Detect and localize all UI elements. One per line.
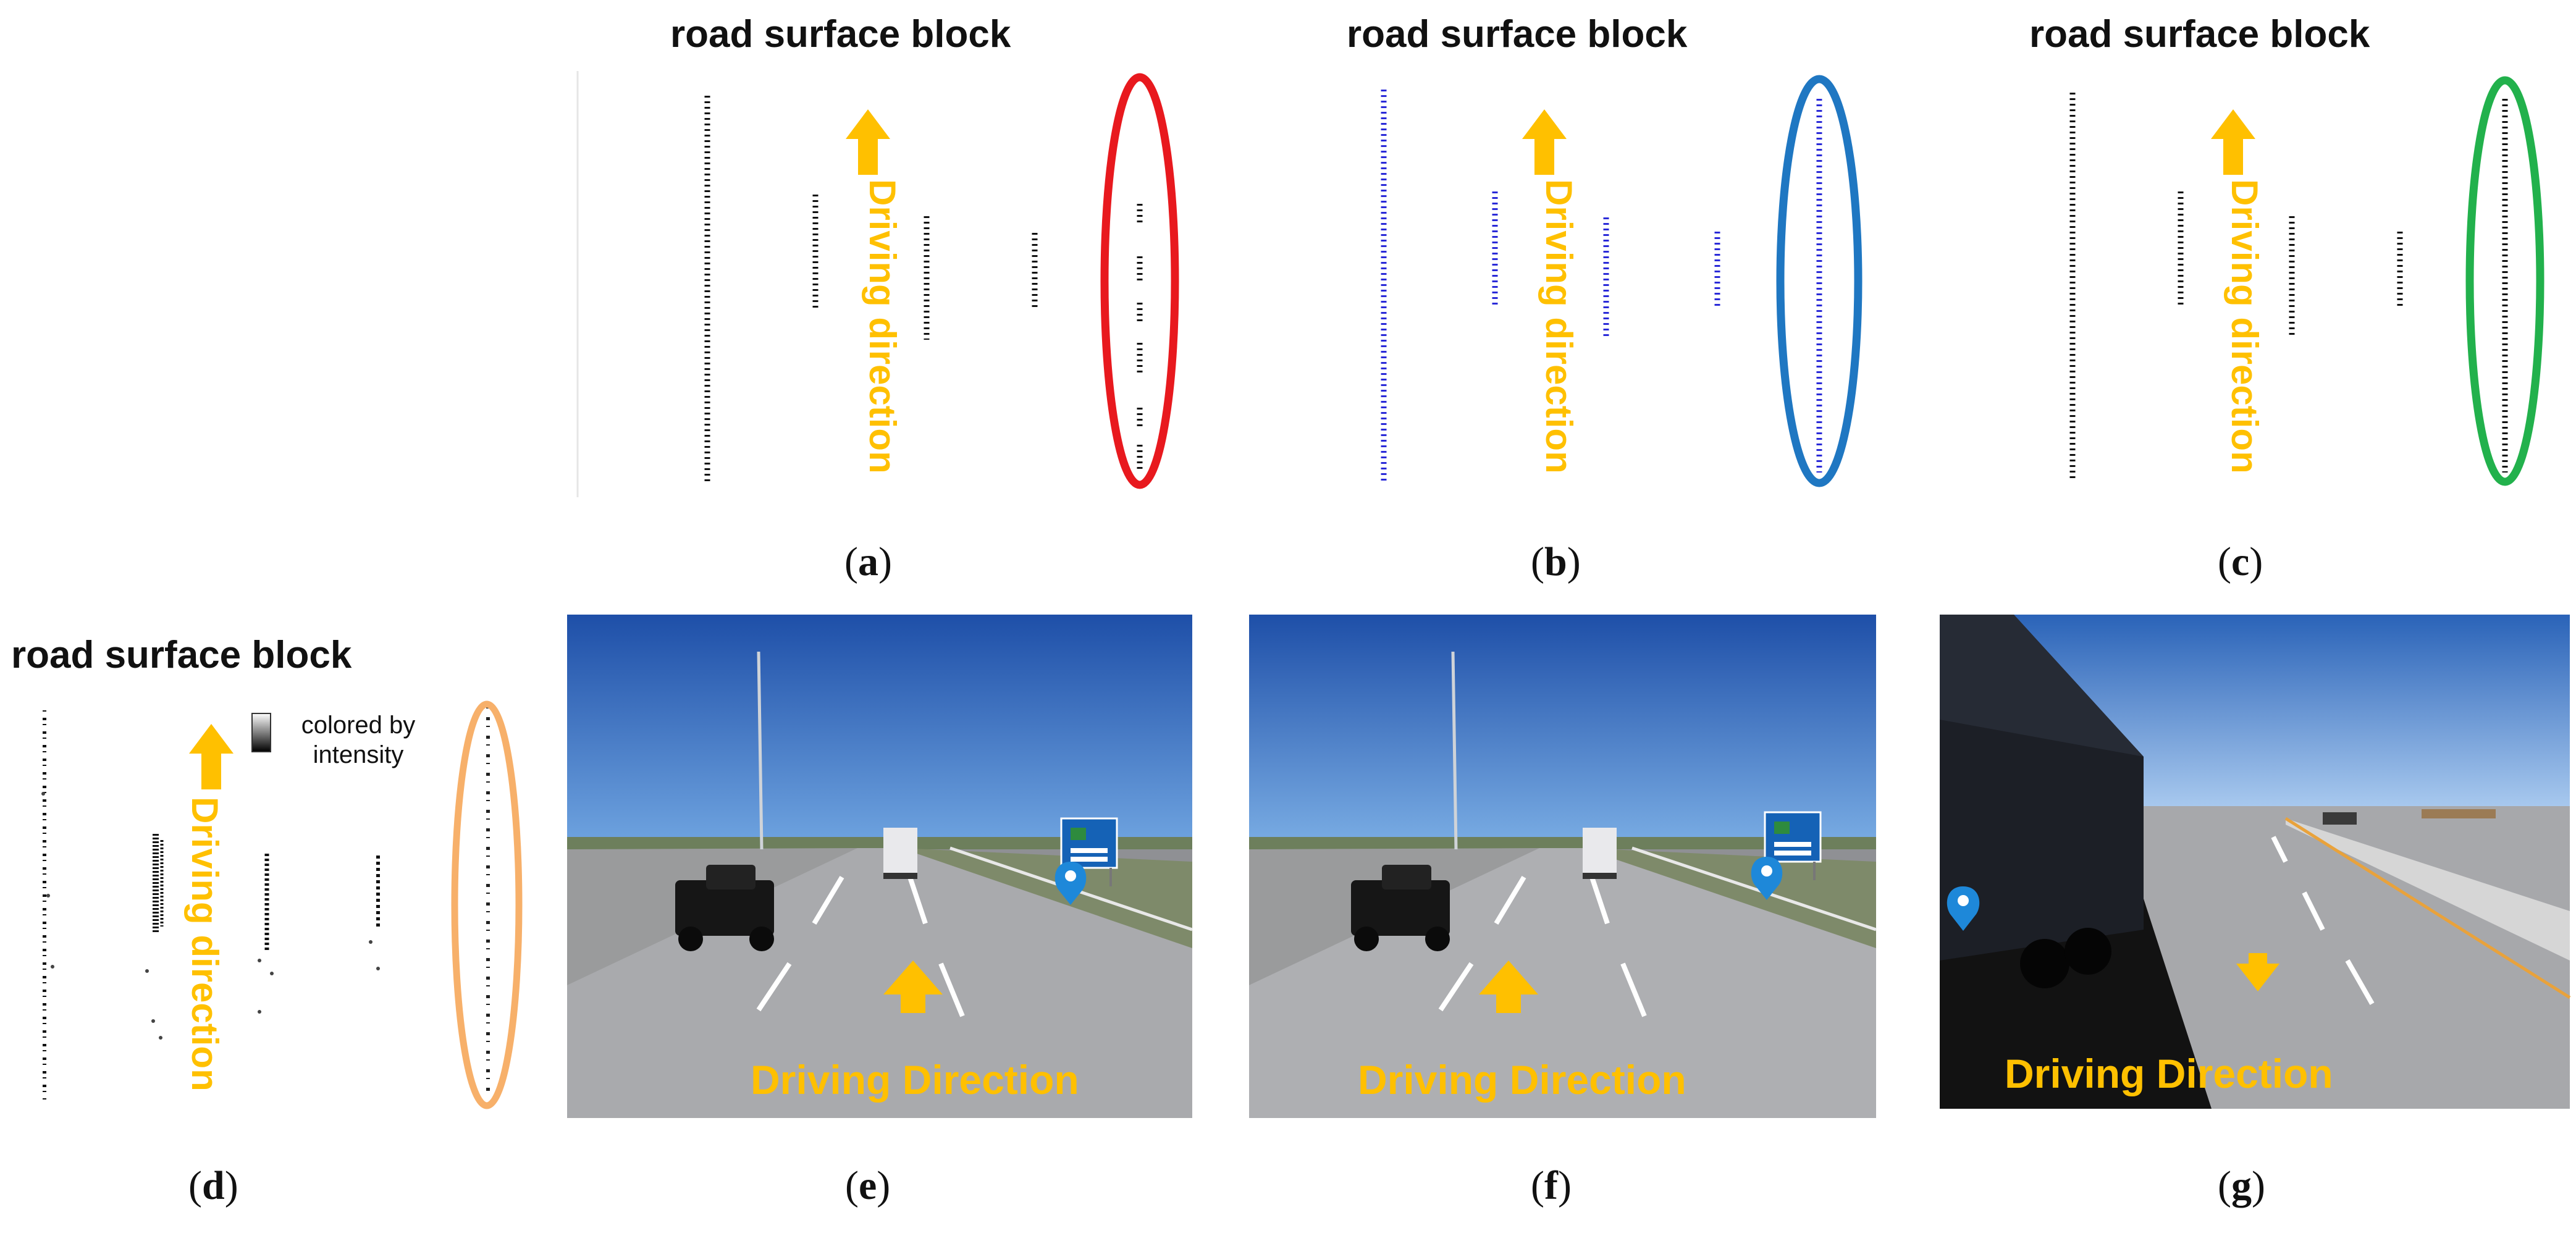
arrow-down-icon bbox=[2236, 953, 2279, 991]
panel-c-driving-direction: Driving direction bbox=[2224, 179, 2265, 474]
caption-b: (b) bbox=[1531, 539, 1581, 584]
panel-d-driving-direction: Driving direction bbox=[184, 797, 225, 1091]
semi-trailer bbox=[1940, 615, 2144, 988]
pickup-truck bbox=[1351, 865, 1450, 951]
panel-d-intensity-cloud bbox=[41, 700, 523, 1109]
panel-b-title: road surface block bbox=[1347, 13, 1688, 56]
panel-a-point-cloud bbox=[576, 71, 1179, 497]
caption-d: (d) bbox=[188, 1163, 238, 1208]
photo-g-highway bbox=[1940, 615, 2571, 1109]
arrow-up-icon bbox=[846, 109, 890, 175]
photo-f-highway bbox=[1249, 615, 1877, 1118]
photo-f-driving-direction: Driving Direction bbox=[1358, 1057, 1686, 1103]
caption-a: (a) bbox=[844, 539, 892, 584]
caption-e: (e) bbox=[845, 1163, 891, 1208]
arrow-up-icon bbox=[1479, 961, 1538, 1013]
arrow-up-icon bbox=[189, 724, 234, 789]
caption-c: (c) bbox=[2218, 539, 2263, 584]
panel-b-point-cloud bbox=[1381, 75, 1863, 487]
caption-f: (f) bbox=[1531, 1163, 1572, 1208]
highlight-ellipse bbox=[1100, 73, 1179, 489]
panel-d-title: road surface block bbox=[11, 634, 352, 676]
panel-a-driving-direction: Driving direction bbox=[862, 179, 903, 474]
map-pin-icon bbox=[1751, 857, 1783, 900]
arrow-up-icon bbox=[883, 961, 943, 1013]
highlight-ellipse bbox=[451, 700, 523, 1109]
photo-g-driving-direction: Driving Direction bbox=[2005, 1051, 2333, 1096]
box-truck bbox=[1583, 828, 1617, 879]
photo-e-driving-direction: Driving Direction bbox=[751, 1057, 1079, 1103]
highlight-ellipse bbox=[2465, 76, 2544, 486]
map-pin-icon bbox=[1947, 886, 1980, 931]
arrow-up-icon bbox=[2211, 109, 2255, 175]
panel-b-driving-direction: Driving direction bbox=[1538, 179, 1580, 474]
pickup-truck bbox=[675, 865, 774, 951]
arrow-up-icon bbox=[1522, 109, 1567, 175]
panel-c-title: road surface block bbox=[2029, 13, 2370, 56]
lane-line-2 bbox=[153, 834, 164, 933]
intensity-colorbar bbox=[251, 713, 271, 752]
highway-sign bbox=[1060, 817, 1118, 886]
box-truck bbox=[883, 828, 917, 879]
panel-c-point-cloud bbox=[2069, 76, 2544, 486]
caption-g: (g) bbox=[2218, 1163, 2265, 1208]
photo-e-highway bbox=[567, 615, 1193, 1118]
map-pin-icon bbox=[1054, 862, 1087, 905]
panel-a-title: road surface block bbox=[670, 13, 1011, 56]
sparse-points bbox=[41, 792, 380, 1040]
highlight-ellipse bbox=[1776, 75, 1863, 487]
intensity-legend: colored by intensity bbox=[301, 712, 416, 768]
